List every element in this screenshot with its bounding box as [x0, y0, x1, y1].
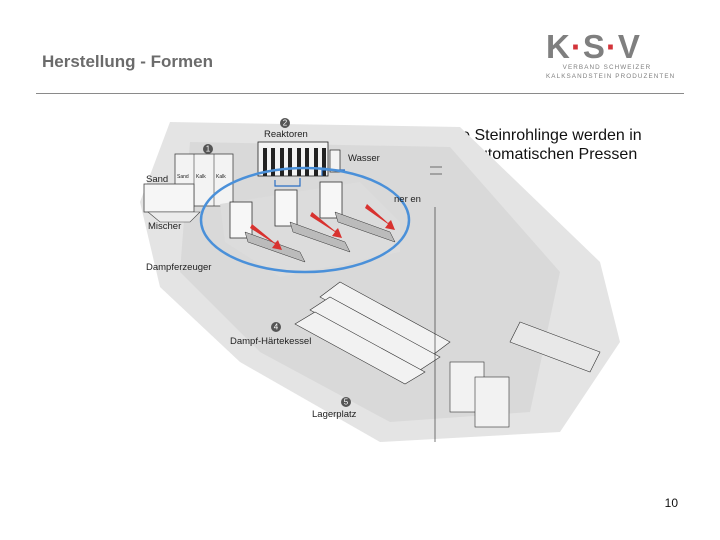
label-wasser: Wasser	[348, 153, 380, 164]
logo-line-2: KALKSANDSTEIN PRODUZENTEN	[546, 73, 676, 80]
step-number-1: 1	[206, 145, 211, 154]
label-sand: Sand	[146, 174, 168, 185]
silo-label-2: Kalk	[196, 174, 206, 180]
ksv-logo: K·S·V VERBAND SCHWEIZER KALKSANDSTEIN PR…	[546, 28, 676, 86]
title-divider	[36, 93, 684, 94]
production-plant-illustration: Sand Kalk Kalk	[140, 118, 620, 442]
step-badges: 1 2 4 5	[203, 118, 351, 407]
label-mischer: Mischer	[148, 221, 181, 232]
label-reaktoren: Reaktoren	[264, 129, 308, 140]
logo-line-1: VERBAND SCHWEIZER	[562, 64, 652, 71]
step-number-5: 5	[344, 398, 349, 407]
label-dampferzeuger: Dampferzeuger	[146, 262, 211, 273]
autoclave-group	[294, 281, 601, 428]
silo-group: Sand Kalk Kalk	[143, 153, 234, 223]
label-lagerplatz: Lagerplatz	[312, 409, 357, 420]
logo-letter-v: V	[617, 28, 641, 65]
step-number-4: 4	[274, 323, 279, 332]
press-highlight-ellipse	[199, 166, 411, 274]
step-number-2: 2	[283, 119, 288, 128]
silo-label-3: Kalk	[216, 174, 226, 180]
logo-letter-k: K	[546, 28, 571, 65]
silo-label-1: Sand	[177, 174, 189, 180]
page-number: 10	[664, 496, 678, 510]
logo-mark: K·S·V	[546, 28, 641, 65]
logo-letter-s: S	[582, 28, 606, 65]
flow-arrows	[250, 204, 395, 250]
label-pressen-partial: ner en	[394, 194, 421, 205]
slide-title: Herstellung - Formen	[42, 52, 213, 71]
label-dampf-haertekessel: Dampf-Härtekessel	[230, 336, 311, 347]
